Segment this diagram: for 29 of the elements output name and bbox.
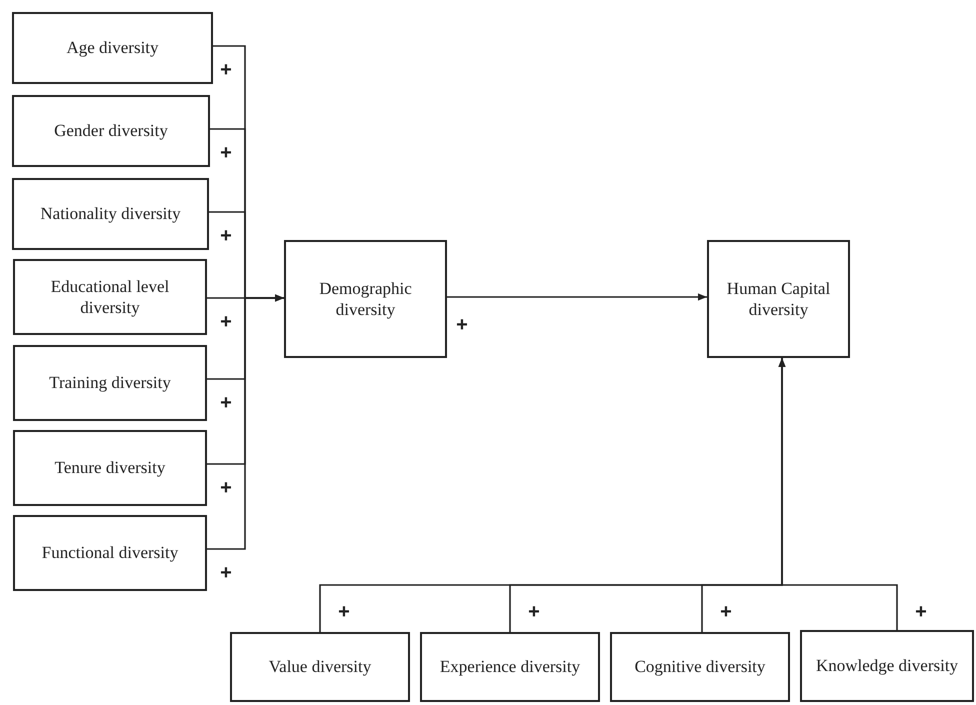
box-label: Gender diversity [54,120,168,142]
arrow [778,358,898,630]
box-label: Age diversity [66,37,159,59]
process-box [13,259,207,335]
box-label: Nationality diversity [40,203,181,225]
arrow [207,294,284,550]
process-box [610,632,790,702]
process-box [13,345,207,421]
process-box [284,240,447,358]
process-box [707,240,850,358]
process-box [12,12,213,84]
process-box [13,515,207,591]
process-box [800,630,974,702]
box-label: Training diversity [49,372,171,394]
box-label: Value diversity [268,656,372,678]
process-box [12,95,210,167]
process-box [420,632,600,702]
box-label: Cognitive diversity [634,656,766,678]
box-label: Human Capital diversity [726,278,832,320]
box-label: Knowledge diversity [816,655,958,677]
box-label: Educational level diversity [50,276,170,318]
process-box [13,430,207,506]
box-label: Demographic diversity [318,278,413,320]
process-box [12,178,209,250]
box-label: Functional diversity [42,542,178,564]
box-label: Experience diversity [440,656,580,678]
box-label: Tenure diversity [54,457,166,479]
arrow [447,293,707,301]
process-box [230,632,410,702]
